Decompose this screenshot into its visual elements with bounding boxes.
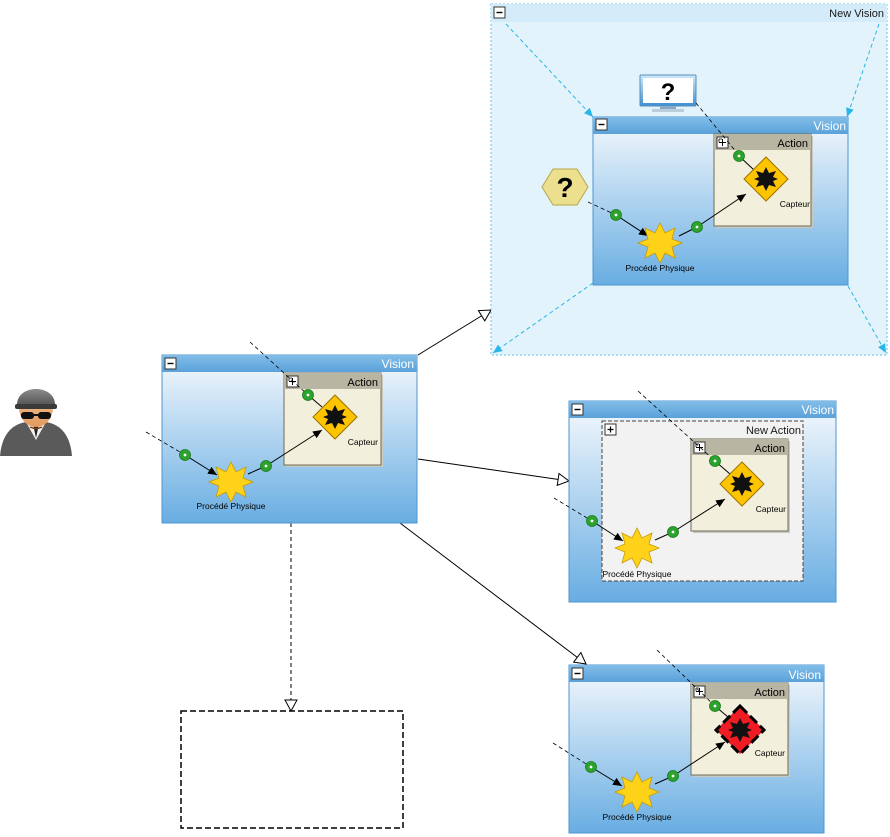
- connectors: [284, 309, 587, 713]
- port[interactable]: [667, 770, 679, 782]
- svg-text:Action: Action: [754, 443, 785, 455]
- svg-text:Action: Action: [777, 138, 808, 150]
- hexagon-question-icon[interactable]: ?: [541, 168, 589, 206]
- sensor-error-icon[interactable]: [713, 703, 767, 757]
- port[interactable]: [733, 150, 745, 162]
- vision-right-title: Vision: [802, 403, 834, 417]
- vision-main-title: Vision: [382, 357, 414, 371]
- port[interactable]: [691, 221, 703, 233]
- svg-text:Capteur: Capteur: [756, 504, 786, 514]
- vision-right-collapse-button[interactable]: [571, 403, 584, 416]
- new-action-expand-button[interactable]: [607, 426, 614, 433]
- port[interactable]: [709, 700, 721, 712]
- connector-to-vision-bottom[interactable]: [399, 522, 587, 665]
- port[interactable]: [302, 389, 314, 401]
- vision-bottom-collapse-button[interactable]: [571, 667, 584, 680]
- vision-bottom-title: Vision: [789, 668, 821, 682]
- action-inner-expand-button[interactable]: [716, 136, 729, 149]
- new-action-title: New Action: [746, 425, 801, 437]
- svg-text:Action: Action: [347, 377, 378, 389]
- vision-main-collapse-button[interactable]: [164, 357, 177, 370]
- empty-placeholder-box[interactable]: [180, 710, 404, 829]
- new-vision-title: New Vision: [829, 8, 884, 20]
- port[interactable]: [610, 209, 622, 221]
- monitor-question-icon[interactable]: ?: [639, 74, 697, 112]
- svg-text:Capteur: Capteur: [780, 199, 810, 209]
- vision-inner-title: Vision: [814, 119, 846, 133]
- connector-to-vision-right[interactable]: [417, 458, 571, 487]
- svg-text:?: ?: [556, 172, 573, 203]
- port[interactable]: [585, 761, 597, 773]
- svg-text:Procédé Physique: Procédé Physique: [626, 263, 695, 273]
- port[interactable]: [709, 455, 721, 467]
- connector-to-new-vision[interactable]: [417, 309, 492, 356]
- svg-text:Procédé Physique: Procédé Physique: [197, 501, 266, 511]
- svg-text:Action: Action: [754, 687, 785, 699]
- svg-text:?: ?: [661, 79, 676, 106]
- svg-text:Procédé Physique: Procédé Physique: [603, 569, 672, 579]
- port[interactable]: [179, 449, 191, 461]
- port[interactable]: [586, 515, 598, 527]
- svg-text:Procédé Physique: Procédé Physique: [603, 812, 672, 822]
- svg-text:Capteur: Capteur: [348, 437, 378, 447]
- spy-actor-icon[interactable]: [0, 389, 72, 456]
- port[interactable]: [260, 460, 272, 472]
- port[interactable]: [667, 526, 679, 538]
- new-vision-collapse-button[interactable]: [493, 6, 506, 19]
- vision-inner-collapse-button[interactable]: [595, 118, 608, 131]
- svg-text:Capteur: Capteur: [755, 748, 785, 758]
